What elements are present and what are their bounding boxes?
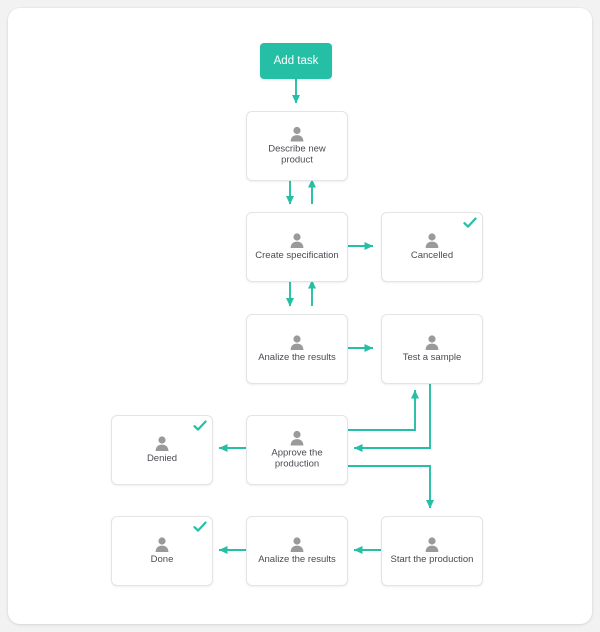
node-label: Create specification [255,250,339,261]
person-icon [155,537,169,552]
task-node-analize-the-results-2[interactable]: Analize the results [246,516,348,586]
check-icon [193,420,207,431]
node-label: Cancelled [410,250,454,261]
node-content: Start the production [382,537,482,565]
node-content: Analize the results [247,335,347,363]
task-node-test-a-sample[interactable]: Test a sample [381,314,483,384]
node-label: Test a sample [402,352,462,363]
node-label: Done [150,554,174,565]
check-icon [193,521,207,532]
node-label: Approve the production [271,447,323,470]
task-node-describe-new-product[interactable]: Describe new product [246,111,348,181]
task-node-analize-the-results-1[interactable]: Analize the results [246,314,348,384]
node-content: Denied [112,436,212,464]
node-label: Analize the results [258,554,336,565]
node-content: Test a sample [382,335,482,363]
task-node-start-the-production[interactable]: Start the production [381,516,483,586]
person-icon [425,335,439,350]
node-content: Cancelled [382,233,482,261]
node-content: Done [112,537,212,565]
task-node-denied[interactable]: Denied [111,415,213,485]
task-node-create-specification[interactable]: Create specification [246,212,348,282]
node-label: Denied [146,453,178,464]
node-content: Analize the results [247,537,347,565]
person-icon [290,126,304,142]
person-icon [290,233,304,248]
person-icon [290,335,304,350]
task-node-done[interactable]: Done [111,516,213,586]
add-task-button[interactable]: Add task [260,43,332,79]
person-icon [425,537,439,552]
person-icon [155,436,169,451]
node-content: Create specification [247,233,347,261]
person-icon [425,233,439,248]
node-label: Describe new product [268,143,326,166]
node-content: Describe new product [247,126,347,166]
node-label: Analize the results [258,352,336,363]
node-content: Approve the production [247,430,347,470]
check-icon [463,217,477,228]
task-node-cancelled[interactable]: Cancelled [381,212,483,282]
person-icon [290,537,304,552]
node-label: Start the production [390,554,474,565]
task-node-approve-the-production[interactable]: Approve the production [246,415,348,485]
person-icon [290,430,304,446]
